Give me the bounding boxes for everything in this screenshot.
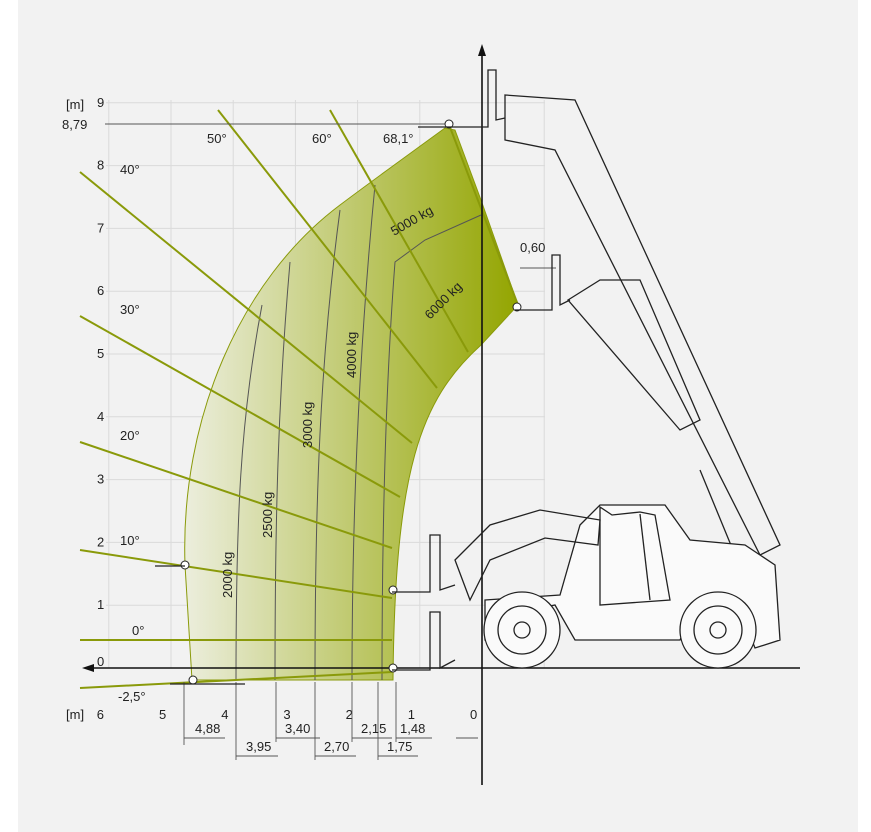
angle-label-30: 30° [120, 302, 140, 317]
vertical-axis-arrow [478, 44, 486, 56]
x-tick-label: 4 [221, 707, 228, 722]
x-axis-unit: [m] [66, 707, 84, 722]
angle-label-68-1: 68,1° [383, 131, 414, 146]
load-label-3000: 3000 kg [300, 402, 315, 448]
load-label-2500: 2500 kg [260, 492, 275, 538]
load-label-4000: 4000 kg [344, 332, 359, 378]
dim-3-95: 3,95 [246, 739, 271, 754]
y-tick-label: 6 [97, 283, 104, 298]
y-tick-label: 5 [97, 346, 104, 361]
dim-3-40: 3,40 [285, 721, 310, 736]
y-tick-label: 0 [97, 654, 104, 669]
y-tick-label: 2 [97, 534, 104, 549]
load-label-2000: 2000 kg [220, 552, 235, 598]
dim-2-15: 2,15 [361, 721, 386, 736]
max-height-label: 8,79 [62, 117, 87, 132]
x-tick-label: 3 [283, 707, 290, 722]
y-tick-label: 7 [97, 220, 104, 235]
x-tick-label: 6 [97, 707, 104, 722]
angle-rays [79, 109, 519, 689]
dim-1-75: 1,75 [387, 739, 412, 754]
angle-label-50: 50° [207, 131, 227, 146]
y-tick-label: 4 [97, 409, 104, 424]
capacity-curves [235, 184, 482, 681]
angle-label-neg2-5: -2,5° [118, 689, 146, 704]
angle-label-60: 60° [312, 131, 332, 146]
dim-1-48: 1,48 [400, 721, 425, 736]
y-tick-label: 3 [97, 472, 104, 487]
angle-label-40: 40° [120, 162, 140, 177]
angle-label-20: 20° [120, 428, 140, 443]
angle-label-0: 0° [132, 623, 144, 638]
x-tick-label: 1 [408, 707, 415, 722]
fork-offset-label: 0,60 [520, 240, 545, 255]
x-tick-labels: 6 5 4 3 2 1 0 [97, 707, 477, 722]
y-tick-label: 1 [97, 597, 104, 612]
y-tick-labels: 0 1 2 3 4 5 6 7 8 9 [97, 95, 104, 669]
y-tick-label: 8 [97, 158, 104, 173]
x-tick-label: 5 [159, 707, 166, 722]
telehandler-machine [454, 94, 781, 669]
dim-4-88: 4,88 [195, 721, 220, 736]
fork-carriages [155, 69, 571, 685]
outreach-dimensions [183, 682, 478, 760]
horizontal-axis-arrow [82, 664, 94, 672]
dim-2-70: 2,70 [324, 739, 349, 754]
angle-label-10: 10° [120, 533, 140, 548]
x-tick-label: 2 [346, 707, 353, 722]
y-axis-unit: [m] [66, 97, 84, 112]
y-tick-label: 9 [97, 95, 104, 110]
x-tick-label: 0 [470, 707, 477, 722]
